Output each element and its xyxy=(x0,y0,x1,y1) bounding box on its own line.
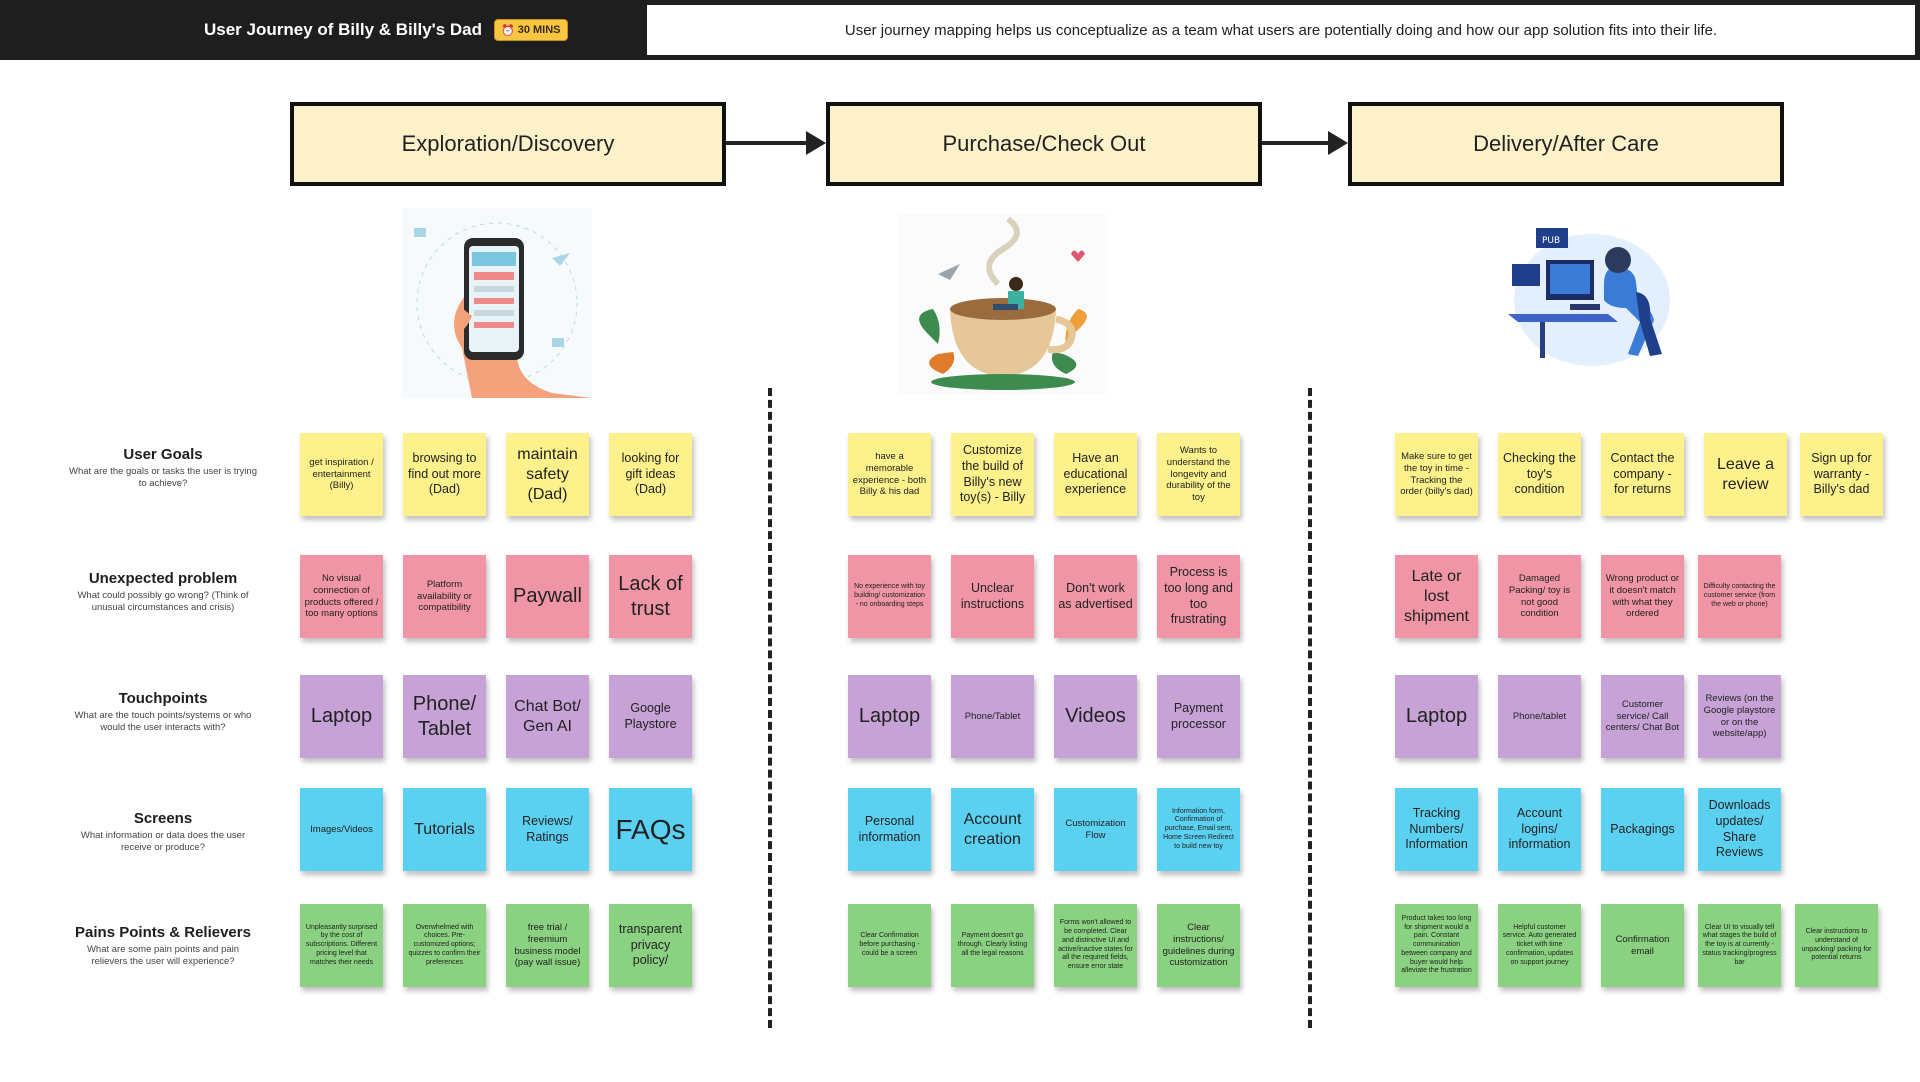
sticky-note-pain-reliever[interactable]: Helpful customer service. Auto generated… xyxy=(1498,904,1581,987)
row-title: User Goals xyxy=(123,446,203,463)
sticky-note-touchpoint[interactable]: Customer service/ Call centers/ Chat Bot xyxy=(1601,675,1684,758)
phase-delivery[interactable]: Delivery/After Care xyxy=(1348,102,1784,186)
sticky-note-goal[interactable]: Customize the build of Billy's new toy(s… xyxy=(951,433,1034,516)
sticky-note-pain-reliever[interactable]: Unpleasantly surprised by the cost of su… xyxy=(300,904,383,987)
sticky-note-pain-reliever[interactable]: Overwhelmed with choices. Pre-customized… xyxy=(403,904,486,987)
sticky-note-screen[interactable]: Images/Videos xyxy=(300,788,383,871)
sticky-note-screen[interactable]: Downloads updates/ Share Reviews xyxy=(1698,788,1781,871)
sticky-note-goal[interactable]: get inspiration / entertainment (Billy) xyxy=(300,433,383,516)
sticky-note-problem[interactable]: Don't work as advertised xyxy=(1054,555,1137,638)
sticky-note-goal[interactable]: have a memorable experience - both Billy… xyxy=(848,433,931,516)
sticky-note-problem[interactable]: No experience with toy building/ customi… xyxy=(848,555,931,638)
gamer-desk-illustration: PUB xyxy=(1508,228,1670,366)
sticky-note-problem[interactable]: Unclear instructions xyxy=(951,555,1034,638)
alarm-clock-icon: ⏰ xyxy=(501,24,515,37)
header-description: User journey mapping helps us conceptual… xyxy=(645,3,1917,57)
sticky-note-goal[interactable]: Have an educational experience xyxy=(1054,433,1137,516)
sticky-note-screen[interactable]: Information form, Confirmation of purcha… xyxy=(1157,788,1240,871)
timer-label: 30 MINS xyxy=(517,24,561,36)
sticky-note-screen[interactable]: Packagings xyxy=(1601,788,1684,871)
sticky-note-screen[interactable]: Account creation xyxy=(951,788,1034,871)
sticky-note-pain-reliever[interactable]: Forms won't allowed to be completed. Cle… xyxy=(1054,904,1137,987)
sticky-note-screen[interactable]: Customization Flow xyxy=(1054,788,1137,871)
row-title: Touchpoints xyxy=(118,690,208,707)
phone-in-hand-illustration xyxy=(402,208,592,398)
sticky-note-goal[interactable]: maintain safety (Dad) xyxy=(506,433,589,516)
sticky-note-goal[interactable]: browsing to find out more (Dad) xyxy=(403,433,486,516)
phase-divider-2 xyxy=(1308,388,1312,1028)
sticky-note-pain-reliever[interactable]: Clear UI to visually tell what stages th… xyxy=(1698,904,1781,987)
sticky-note-goal[interactable]: looking for gift ideas (Dad) xyxy=(609,433,692,516)
phase-exploration[interactable]: Exploration/Discovery xyxy=(290,102,726,186)
row-title: Pains Points & Relievers xyxy=(75,924,251,941)
sticky-note-goal[interactable]: Checking the toy's condition xyxy=(1498,433,1581,516)
sticky-note-problem[interactable]: Platform availability or compatibility xyxy=(403,555,486,638)
sticky-note-pain-reliever[interactable]: Confirmation email xyxy=(1601,904,1684,987)
sticky-note-problem[interactable]: Lack of trust xyxy=(609,555,692,638)
sticky-note-problem[interactable]: Late or lost shipment xyxy=(1395,555,1478,638)
sticky-note-goal[interactable]: Make sure to get the toy in time - Track… xyxy=(1395,433,1478,516)
sticky-note-touchpoint[interactable]: Phone/Tablet xyxy=(951,675,1034,758)
row-description: What are the goals or tasks the user is … xyxy=(69,466,257,490)
row-title: Screens xyxy=(133,810,193,827)
sticky-note-touchpoint[interactable]: Reviews (on the Google playstore or on t… xyxy=(1698,675,1781,758)
row-label-screens: Screens What information or data does th… xyxy=(68,810,258,855)
sticky-note-pain-reliever[interactable]: Payment doesn't go through. Clearly list… xyxy=(951,904,1034,987)
sticky-note-touchpoint[interactable]: Laptop xyxy=(300,675,383,758)
sticky-note-screen[interactable]: Tracking Numbers/ Information xyxy=(1395,788,1478,871)
sticky-note-touchpoint[interactable]: Chat Bot/ Gen AI xyxy=(506,675,589,758)
sticky-note-pain-reliever[interactable]: Clear instructions/ guidelines during cu… xyxy=(1157,904,1240,987)
row-label-unexpected-problem: Unexpected problem What could possibly g… xyxy=(68,570,258,615)
sticky-note-goal[interactable]: Wants to understand the longevity and du… xyxy=(1157,433,1240,516)
phase-arrow-1 xyxy=(726,131,826,155)
sticky-note-pain-reliever[interactable]: Clear Confirmation before purchasing - c… xyxy=(848,904,931,987)
sticky-note-screen[interactable]: Tutorials xyxy=(403,788,486,871)
sticky-note-screen[interactable]: Reviews/ Ratings xyxy=(506,788,589,871)
sticky-note-screen[interactable]: FAQs xyxy=(609,788,692,871)
row-title: Unexpected problem xyxy=(88,570,238,587)
sticky-note-problem[interactable]: Paywall xyxy=(506,555,589,638)
phase-arrow-2 xyxy=(1262,131,1348,155)
sticky-note-problem[interactable]: Damaged Packing/ toy is not good conditi… xyxy=(1498,555,1581,638)
svg-text:PUB: PUB xyxy=(1542,236,1560,246)
sticky-note-touchpoint[interactable]: Phone/tablet xyxy=(1498,675,1581,758)
sticky-note-pain-reliever[interactable]: free trial / freemium business model (pa… xyxy=(506,904,589,987)
sticky-note-touchpoint[interactable]: Laptop xyxy=(1395,675,1478,758)
row-description: What could possibly go wrong? (Think of … xyxy=(77,590,249,614)
row-label-user-goals: User Goals What are the goals or tasks t… xyxy=(68,446,258,491)
phase-purchase[interactable]: Purchase/Check Out xyxy=(826,102,1262,186)
board-title: User Journey of Billy & Billy's Dad xyxy=(204,20,483,39)
sticky-note-touchpoint[interactable]: Phone/ Tablet xyxy=(403,675,486,758)
sticky-note-problem[interactable]: Difficulty contacting the customer servi… xyxy=(1698,555,1781,638)
row-description: What are the touch points/systems or who… xyxy=(74,710,252,734)
sticky-note-touchpoint[interactable]: Videos xyxy=(1054,675,1137,758)
sticky-note-touchpoint[interactable]: Google Playstore xyxy=(609,675,692,758)
row-label-touchpoints: Touchpoints What are the touch points/sy… xyxy=(68,690,258,735)
sticky-note-goal[interactable]: Leave a review xyxy=(1704,433,1787,516)
sticky-note-problem[interactable]: Wrong product or it doesn't match with w… xyxy=(1601,555,1684,638)
row-description: What are some pain points and pain relie… xyxy=(86,944,240,968)
sticky-note-pain-reliever[interactable]: Product takes too long for shipment woul… xyxy=(1395,904,1478,987)
sticky-note-pain-reliever[interactable]: transparent privacy policy/ xyxy=(609,904,692,987)
sticky-note-goal[interactable]: Contact the company - for returns xyxy=(1601,433,1684,516)
sticky-note-touchpoint[interactable]: Payment processor xyxy=(1157,675,1240,758)
sticky-note-screen[interactable]: Personal information xyxy=(848,788,931,871)
sticky-note-pain-reliever[interactable]: Clear instructions to understand of unpa… xyxy=(1795,904,1878,987)
coffee-cup-illustration xyxy=(898,214,1108,394)
sticky-note-screen[interactable]: Account logins/ information xyxy=(1498,788,1581,871)
row-label-pain-points: Pains Points & Relievers What are some p… xyxy=(68,924,258,969)
phase-divider-1 xyxy=(768,388,772,1028)
sticky-note-problem[interactable]: Process is too long and too frustrating xyxy=(1157,555,1240,638)
row-description: What information or data does the user r… xyxy=(80,830,246,854)
timer-badge[interactable]: ⏰ 30 MINS xyxy=(494,19,568,41)
sticky-note-goal[interactable]: Sign up for warranty - Billy's dad xyxy=(1800,433,1883,516)
sticky-note-problem[interactable]: No visual connection of products offered… xyxy=(300,555,383,638)
sticky-note-touchpoint[interactable]: Laptop xyxy=(848,675,931,758)
